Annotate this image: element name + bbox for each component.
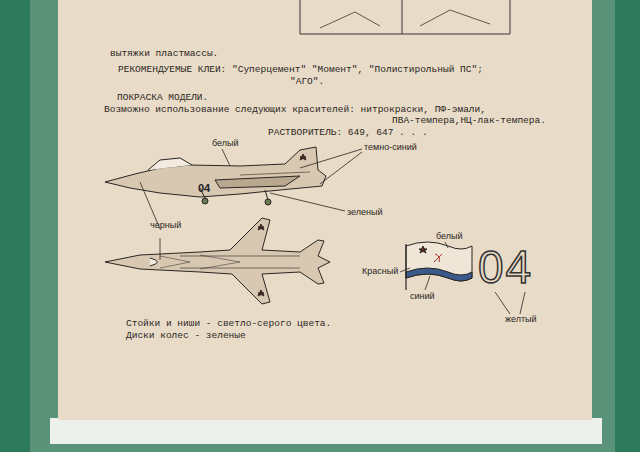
adhesive-line: РЕКОМЕНДУЕМЫЕ КЛЕИ: "Суперцемент" "Момен… bbox=[118, 64, 483, 75]
color-callout: зеленый bbox=[347, 207, 382, 218]
section-heading: ПОКРАСКА МОДЕЛИ. bbox=[117, 92, 208, 103]
glare bbox=[58, 0, 592, 420]
color-callout: Красный bbox=[362, 266, 398, 277]
color-callout: темно-синий bbox=[364, 142, 417, 153]
color-callout: белый bbox=[436, 231, 463, 242]
note-text: вытяжки пластмассы. bbox=[110, 48, 218, 59]
solvent-line: РАСТВОРИТЕЛЬ: 649, 647 . . . bbox=[268, 127, 428, 138]
side-view-aircraft bbox=[105, 147, 326, 205]
plastic-bag bbox=[30, 0, 615, 452]
color-callout: черный bbox=[150, 220, 181, 231]
top-view-aircraft bbox=[105, 218, 330, 304]
table-box bbox=[300, 0, 510, 34]
leader-lines bbox=[140, 149, 525, 314]
paint-line: ПВА-темпера,НЦ-лак-темпера. bbox=[392, 115, 546, 126]
color-callout: желтый bbox=[505, 314, 537, 325]
note-text: Стойки и ниши - светло-серого цвета. bbox=[126, 318, 331, 329]
note-text: Диски колес - зеленые bbox=[126, 330, 246, 341]
naval-flag bbox=[406, 242, 472, 290]
paint-line: Возможно использование следующих красите… bbox=[104, 104, 486, 115]
side-number-outline: 04 bbox=[478, 242, 533, 292]
adhesive-line: "АГО". bbox=[290, 76, 324, 87]
white-strip bbox=[50, 418, 602, 444]
paper-sheet bbox=[58, 0, 592, 420]
color-callout: белый bbox=[212, 138, 239, 149]
color-callout: синий bbox=[410, 291, 435, 302]
side-number: 04 bbox=[198, 183, 210, 194]
